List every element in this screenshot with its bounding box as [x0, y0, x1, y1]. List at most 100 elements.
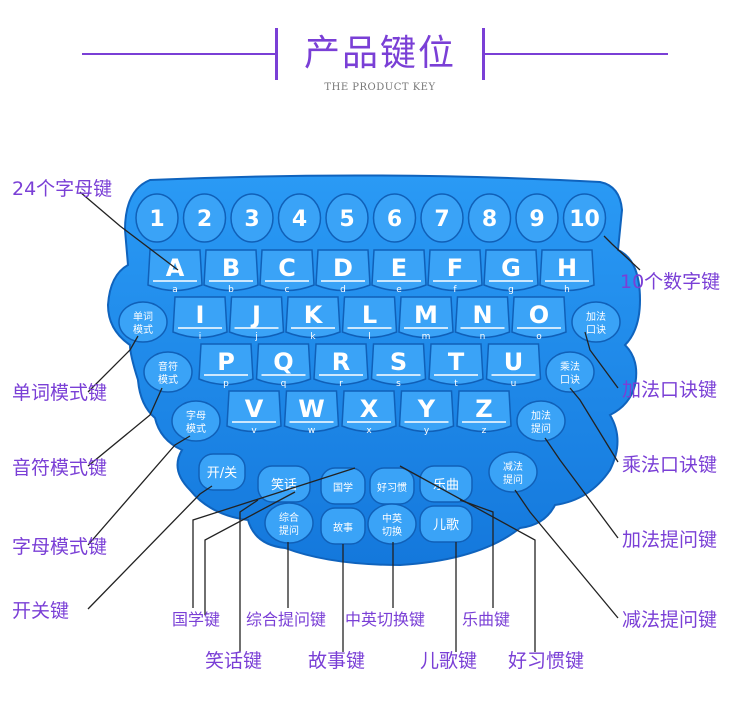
label-habits: 好习惯键: [508, 650, 585, 672]
number-key-10[interactable]: 10: [562, 193, 607, 243]
label-add-question: 加法提问键: [622, 529, 718, 551]
letter-key-i[interactable]: Ii: [172, 296, 228, 342]
number-key-9[interactable]: 9: [515, 193, 559, 243]
phonetic-mode-key-line1: 音符: [158, 360, 178, 373]
label-story: 故事键: [308, 650, 366, 672]
letter-key-g[interactable]: Gg: [483, 249, 539, 295]
letter-key-h[interactable]: Hh: [539, 249, 595, 295]
header-line-right: [485, 53, 668, 55]
number-key-7[interactable]: 7: [420, 193, 464, 243]
leader-line: [399, 465, 536, 652]
leader-line: [239, 499, 259, 652]
songs-key[interactable]: 儿歌: [419, 505, 473, 543]
cn-en-key-line1: 中英: [382, 512, 402, 525]
number-key-2[interactable]: 2: [182, 193, 227, 243]
habits-key-label: 好习惯: [377, 481, 407, 494]
sub-question-key-line1: 减法: [503, 460, 523, 473]
number-key-4[interactable]: 4: [277, 193, 322, 243]
number-key-3[interactable]: 3: [230, 193, 274, 243]
story-key[interactable]: 故事: [320, 507, 366, 545]
add-formula-key-line2: 口诀: [586, 324, 606, 336]
letter-key-e[interactable]: Ee: [371, 249, 427, 295]
letter-key-f[interactable]: Ff: [427, 249, 483, 295]
letter-key-lower: c: [285, 285, 290, 295]
letter-key-upper: K: [304, 301, 324, 329]
word-mode-key[interactable]: 单词模式: [118, 301, 168, 343]
label-power: 开关键: [12, 600, 70, 622]
letter-key-l[interactable]: Ll: [341, 296, 398, 342]
letter-key-v[interactable]: Vv: [226, 390, 282, 436]
word-mode-key-line1: 单词: [133, 311, 153, 323]
label-letters24: 24个字母键: [12, 178, 113, 200]
letter-key-j[interactable]: Jj: [228, 296, 285, 342]
letter-key-lower: b: [228, 285, 234, 295]
letter-key-b[interactable]: Bb: [203, 249, 259, 295]
habits-key[interactable]: 好习惯: [369, 467, 415, 505]
guoxue-key[interactable]: 国学: [320, 467, 366, 505]
letter-key-p[interactable]: Pp: [198, 343, 254, 389]
letter-key-upper: N: [472, 301, 492, 329]
label-numbers10: 10个数字键: [620, 271, 721, 293]
letter-key-y[interactable]: Yy: [398, 390, 455, 436]
letter-key-lower: k: [310, 332, 316, 342]
letter-key-s[interactable]: Ss: [370, 343, 427, 389]
letter-key-upper: B: [222, 254, 240, 282]
sub-question-key[interactable]: 减法提问: [488, 451, 538, 493]
letter-key-upper: E: [391, 254, 407, 282]
number-key-8[interactable]: 8: [467, 193, 512, 243]
letter-key-lower: p: [223, 379, 229, 389]
letter-key-a[interactable]: Aa: [147, 249, 203, 295]
add-question-key[interactable]: 加法提问: [516, 400, 566, 442]
leader-line: [569, 387, 619, 463]
number-key-1[interactable]: 1: [135, 193, 179, 243]
letter-key-x[interactable]: Xx: [341, 390, 397, 436]
music-key[interactable]: 乐曲: [419, 465, 473, 503]
letter-key-c[interactable]: Cc: [259, 249, 315, 295]
letter-key-o[interactable]: Oo: [511, 296, 567, 342]
number-key-label: 8: [482, 207, 497, 232]
leader-line: [87, 387, 163, 467]
letter-key-u[interactable]: Uu: [485, 343, 542, 389]
cn-en-key[interactable]: 中英切换: [367, 503, 417, 545]
add-formula-key[interactable]: 加法口诀: [571, 301, 621, 343]
letter-key-upper: G: [501, 254, 521, 282]
letter-key-m[interactable]: Mm: [398, 296, 454, 342]
number-key-label: 9: [529, 207, 544, 232]
page-subtitle: THE PRODUCT KEY: [324, 82, 436, 93]
leader-line: [544, 437, 619, 539]
letter-key-upper: J: [250, 301, 261, 329]
letter-key-z[interactable]: Zz: [456, 390, 512, 436]
leader-line: [79, 191, 179, 271]
letter-key-w[interactable]: Ww: [283, 390, 340, 436]
letter-key-upper: D: [333, 254, 353, 282]
number-key-label: 5: [339, 207, 354, 232]
music-key-label: 乐曲: [433, 478, 459, 493]
letter-key-r[interactable]: Rr: [313, 343, 369, 389]
letter-key-lower: y: [424, 426, 430, 436]
letter-mode-key[interactable]: 字母模式: [171, 400, 221, 442]
letter-key-d[interactable]: Dd: [315, 249, 371, 295]
letter-key-lower: m: [422, 332, 431, 342]
add-question-key-line1: 加法: [531, 409, 551, 422]
power-key[interactable]: 开/关: [198, 453, 246, 491]
letter-key-upper: W: [298, 395, 324, 423]
letter-key-upper: P: [217, 348, 235, 376]
letter-key-upper: M: [414, 301, 438, 329]
jokes-key[interactable]: 笑话: [257, 465, 311, 503]
mixed-question-key[interactable]: 综合提问: [264, 502, 314, 544]
phonetic-mode-key[interactable]: 音符模式: [143, 351, 193, 393]
mult-formula-key[interactable]: 乘法口诀: [545, 351, 595, 393]
number-key-6[interactable]: 6: [372, 193, 417, 243]
songs-key-label: 儿歌: [433, 518, 459, 533]
letter-key-q[interactable]: Qq: [255, 343, 312, 389]
letter-key-upper: I: [196, 301, 205, 329]
leader-line: [204, 491, 296, 615]
mixed-question-key-line1: 综合: [279, 511, 299, 524]
letter-key-lower: g: [508, 285, 514, 295]
letter-key-t[interactable]: Tt: [428, 343, 484, 389]
letter-key-lower: f: [453, 285, 457, 295]
letter-key-n[interactable]: Nn: [454, 296, 511, 342]
number-key-5[interactable]: 5: [325, 193, 369, 243]
guoxue-key-label: 国学: [333, 481, 353, 494]
letter-key-k[interactable]: Kk: [285, 296, 341, 342]
